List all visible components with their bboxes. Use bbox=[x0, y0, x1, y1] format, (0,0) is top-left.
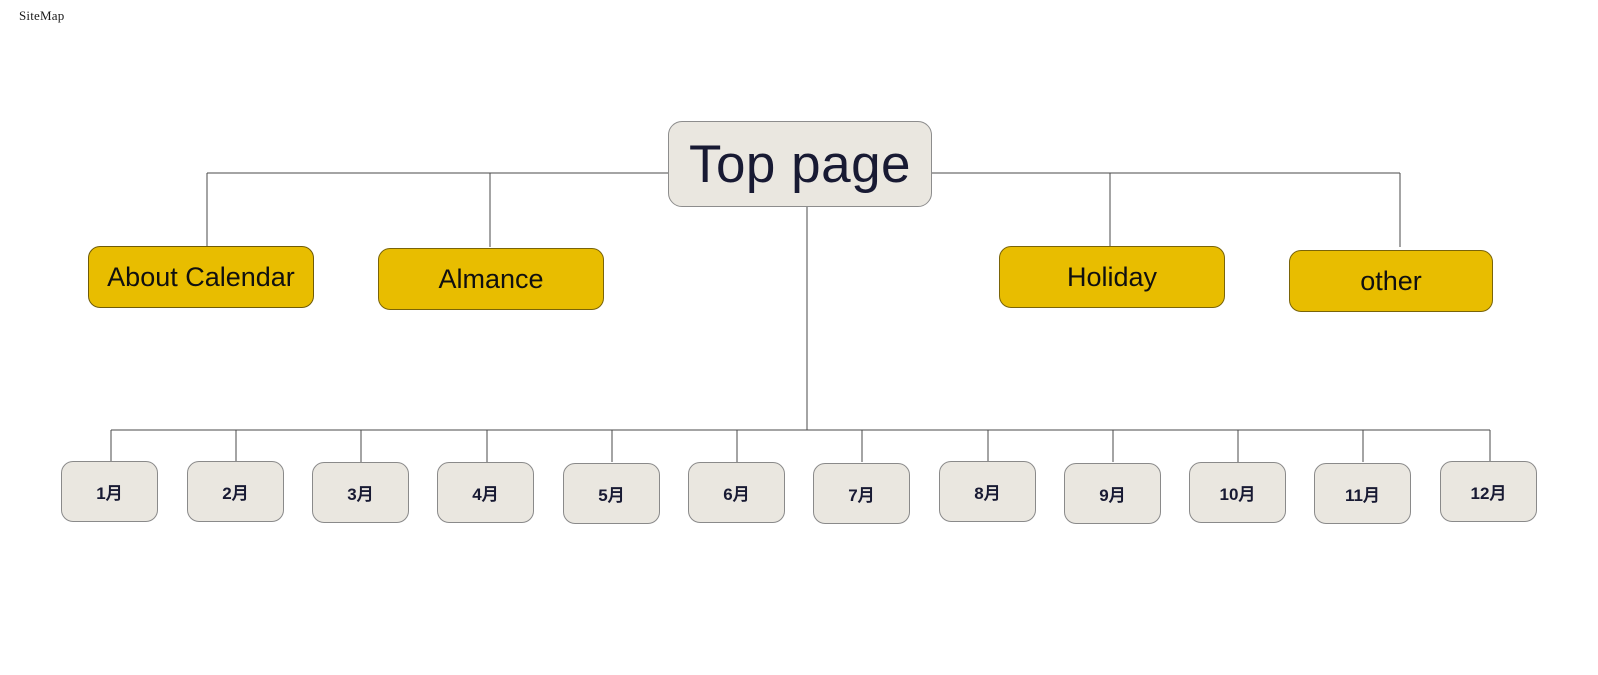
node-top-page[interactable]: Top page bbox=[668, 121, 932, 207]
node-month-3[interactable]: 3月 bbox=[312, 462, 409, 523]
node-about-calendar[interactable]: About Calendar bbox=[88, 246, 314, 308]
node-month-1-label: 1月 bbox=[96, 484, 123, 503]
node-month-9-label: 9月 bbox=[1099, 486, 1126, 505]
node-month-1[interactable]: 1月 bbox=[61, 461, 158, 522]
node-other[interactable]: other bbox=[1289, 250, 1493, 312]
node-holiday-label: Holiday bbox=[1066, 261, 1158, 292]
node-almance-label: Almance bbox=[438, 263, 544, 294]
node-holiday[interactable]: Holiday bbox=[999, 246, 1225, 308]
node-month-12[interactable]: 12月 bbox=[1440, 461, 1537, 522]
node-month-7-label: 7月 bbox=[848, 486, 875, 505]
page-title: SiteMap bbox=[19, 8, 65, 23]
node-month-6-label: 6月 bbox=[723, 485, 750, 504]
node-month-10[interactable]: 10月 bbox=[1189, 462, 1286, 523]
node-month-4[interactable]: 4月 bbox=[437, 462, 534, 523]
node-month-11-label: 11月 bbox=[1345, 486, 1380, 505]
node-other-label: other bbox=[1360, 265, 1422, 296]
node-month-5[interactable]: 5月 bbox=[563, 463, 660, 524]
node-month-10-label: 10月 bbox=[1219, 485, 1256, 504]
node-month-3-label: 3月 bbox=[347, 485, 374, 504]
node-month-5-label: 5月 bbox=[598, 486, 625, 505]
node-month-2-label: 2月 bbox=[222, 484, 249, 503]
node-month-6[interactable]: 6月 bbox=[688, 462, 785, 523]
node-month-9[interactable]: 9月 bbox=[1064, 463, 1161, 524]
node-month-4-label: 4月 bbox=[472, 485, 499, 504]
node-month-11[interactable]: 11月 bbox=[1314, 463, 1411, 524]
node-almance[interactable]: Almance bbox=[378, 248, 604, 310]
node-about-calendar-label: About Calendar bbox=[107, 261, 295, 292]
node-month-12-label: 12月 bbox=[1470, 484, 1507, 503]
node-month-7[interactable]: 7月 bbox=[813, 463, 910, 524]
node-month-2[interactable]: 2月 bbox=[187, 461, 284, 522]
node-month-8-label: 8月 bbox=[974, 484, 1001, 503]
node-month-8[interactable]: 8月 bbox=[939, 461, 1036, 522]
node-top-page-label: Top page bbox=[688, 134, 912, 194]
